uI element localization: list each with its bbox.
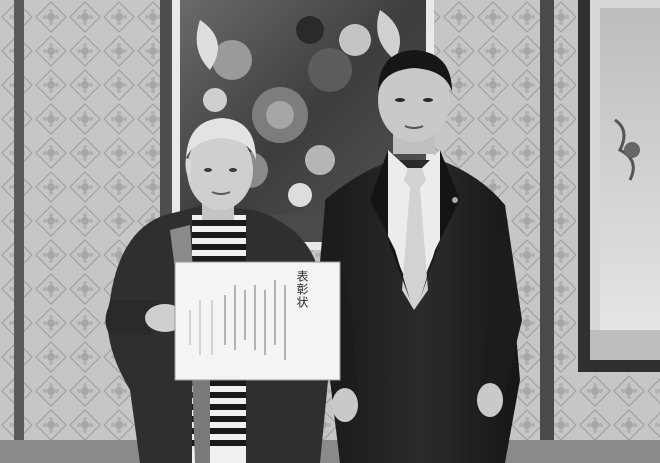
man-face: [378, 58, 450, 142]
certificate: [174, 261, 341, 381]
certificate-title: 表彰状: [295, 270, 309, 309]
floor-shadow: [0, 440, 660, 463]
man-figure: [315, 50, 522, 463]
right-pillar: [540, 0, 554, 463]
right-painting: [578, 0, 660, 372]
necktie: [402, 168, 428, 310]
left-pillar: [14, 0, 24, 463]
woman-face: [187, 130, 253, 210]
